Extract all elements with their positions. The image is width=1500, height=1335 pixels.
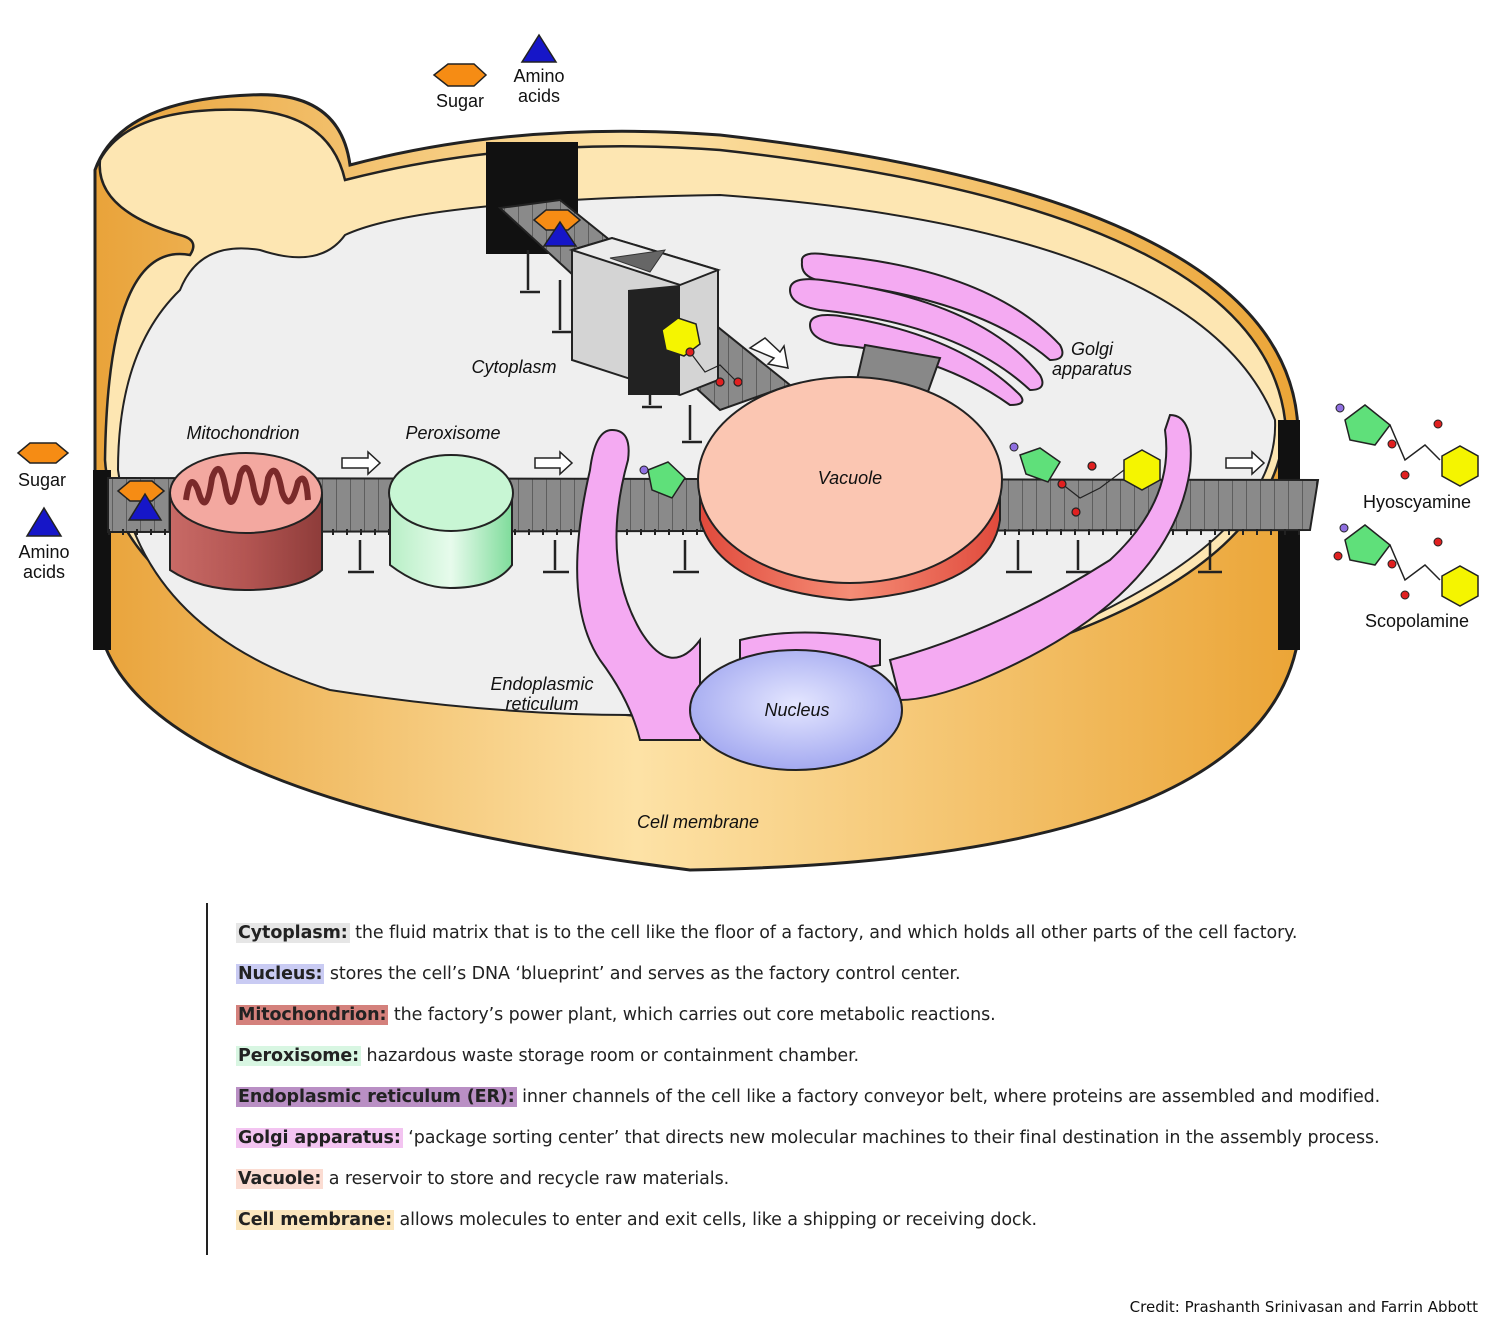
molecule-fragment (685, 347, 743, 387)
amino-acids-label-line2: acids (518, 86, 560, 106)
legend-text: allows molecules to enter and exit cells… (394, 1210, 1038, 1230)
legend: Cytoplasm: the fluid matrix that is to t… (206, 903, 1438, 1255)
peroxisome (388, 454, 514, 590)
legend-term: Golgi apparatus: (236, 1128, 403, 1148)
legend-text: ‘package sorting center’ that directs ne… (402, 1128, 1380, 1148)
sugar-icon (532, 209, 582, 231)
amino-acids-label-line1: Amino (513, 66, 564, 86)
legend-row-endoplasmic-reticulum: Endoplasmic reticulum (ER): inner channe… (236, 1087, 1380, 1107)
molecule-fragment (1057, 461, 1125, 517)
flow-arrows (341, 337, 1266, 476)
amino-acids-label-line1: Amino (18, 542, 69, 562)
legend-text: hazardous waste storage room or containm… (361, 1046, 860, 1066)
mitochondrion (169, 452, 323, 592)
legend-term: Mitochondrion: (236, 1005, 389, 1025)
legend-row-cytoplasm: Cytoplasm: the fluid matrix that is to t… (236, 923, 1297, 943)
sugar-icon (432, 63, 488, 87)
amino-acids-label-line2: acids (23, 562, 65, 582)
tropane-molecule-icon (639, 461, 686, 499)
legend-row-cell-membrane: Cell membrane: allows molecules to enter… (236, 1210, 1037, 1230)
tropane-molecule-icon (1009, 442, 1062, 483)
amino-acid-icon (127, 492, 163, 521)
legend-text: the factory’s power plant, which carries… (388, 1005, 996, 1025)
sugar-icon (16, 442, 70, 464)
hyoscyamine-structure (1335, 403, 1479, 487)
vacuole (697, 376, 1003, 602)
legend-text: inner channels of the cell like a factor… (516, 1087, 1381, 1107)
legend-term: Endoplasmic reticulum (ER): (236, 1087, 517, 1107)
legend-row-golgi-apparatus: Golgi apparatus: ‘package sorting center… (236, 1128, 1380, 1148)
legend-term: Cytoplasm: (236, 923, 350, 943)
legend-text: the fluid matrix that is to the cell lik… (349, 923, 1298, 943)
golgi-label-line1: Golgi (1071, 339, 1114, 359)
golgi-label-line2: apparatus (1052, 359, 1132, 379)
legend-row-nucleus: Nucleus: stores the cell’s DNA ‘blueprin… (236, 964, 961, 984)
sugar-label: Sugar (436, 91, 484, 111)
legend-row-mitochondrion: Mitochondrion: the factory’s power plant… (236, 1005, 996, 1025)
scopolamine-label: Scopolamine (1365, 611, 1469, 631)
cytoplasm-floor (116, 193, 1277, 716)
endoplasmic-reticulum-label-line2: reticulum (505, 694, 578, 714)
sugar-icon (116, 480, 166, 502)
benzene-ring-icon (661, 317, 701, 357)
mitochondrion-label: Mitochondrion (186, 423, 299, 443)
legend-term: Peroxisome: (236, 1046, 362, 1066)
cytoplasm-label: Cytoplasm (471, 357, 556, 377)
benzene-ring-icon (1123, 449, 1161, 491)
conveyor-legs (348, 540, 1222, 574)
legend-row-vacuole: Vacuole: a reservoir to store and recycl… (236, 1169, 729, 1189)
sugar-label: Sugar (18, 470, 66, 490)
hyoscyamine-label: Hyoscyamine (1363, 492, 1471, 512)
vacuole-label: Vacuole (818, 468, 882, 488)
nucleus (689, 649, 903, 771)
credit-line: Credit: Prashanth Srinivasan and Farrin … (1129, 1298, 1478, 1316)
scopolamine-structure (1333, 523, 1479, 607)
nucleus-label: Nucleus (764, 700, 829, 720)
endoplasmic-reticulum-label-line1: Endoplasmic (490, 674, 593, 694)
legend-row-peroxisome: Peroxisome: hazardous waste storage room… (236, 1046, 859, 1066)
cell-membrane-label: Cell membrane (637, 812, 759, 832)
amino-acid-icon (542, 220, 578, 247)
left-entry-door (93, 470, 111, 650)
amino-acid-icon (520, 33, 558, 63)
legend-text: stores the cell’s DNA ‘blueprint’ and se… (324, 964, 961, 984)
legend-text: a reservoir to store and recycle raw mat… (323, 1169, 730, 1189)
legend-term: Vacuole: (236, 1169, 324, 1189)
legend-term: Cell membrane: (236, 1210, 395, 1230)
legend-term: Nucleus: (236, 964, 325, 984)
cell-factory-diagram: Sugar Amino acids Sugar Amino acids Cyto… (16, 33, 1479, 872)
right-exit-door (1278, 420, 1300, 650)
peroxisome-label: Peroxisome (405, 423, 500, 443)
amino-acid-icon (25, 506, 63, 537)
